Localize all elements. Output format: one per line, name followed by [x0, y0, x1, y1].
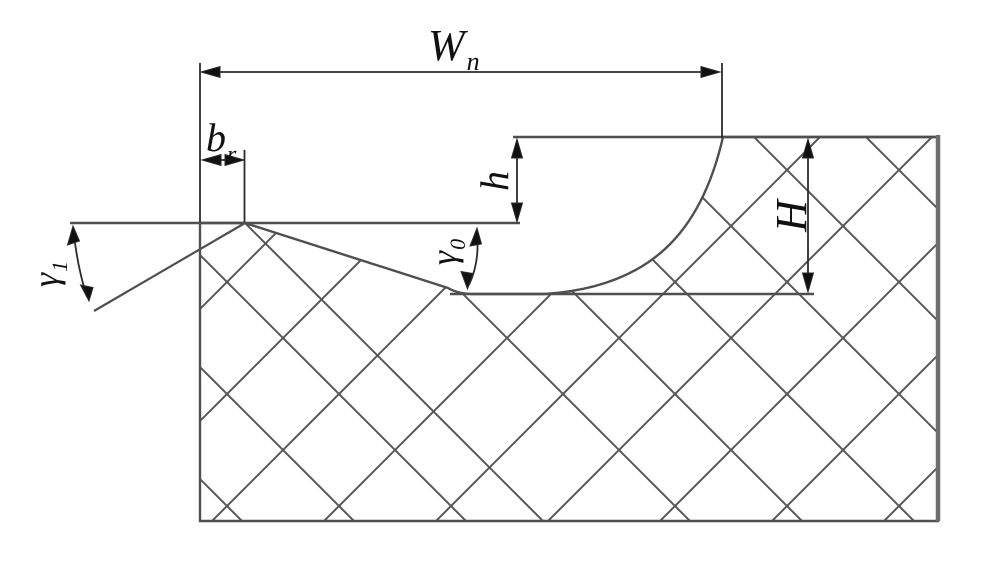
wn-arrow-left-icon: [199, 65, 221, 79]
gamma1-arrow-up-icon: [66, 224, 81, 246]
gamma0-arrow-down-icon: [460, 270, 474, 291]
angle-gamma1: [66, 224, 94, 303]
H-arrow-down-icon: [801, 272, 815, 294]
br-arrow-left-icon: [200, 153, 222, 167]
wn-arrow-right-icon: [700, 65, 722, 79]
h-arrow-down-icon: [510, 202, 524, 224]
dimension-labels: Wn br h H γ0 γ1: [26, 21, 816, 287]
label-H: H: [767, 198, 816, 233]
gamma1-arrow-down-icon: [79, 284, 94, 303]
gamma1-flank-line: [93, 222, 246, 312]
label-gamma1: γ1: [26, 261, 72, 287]
dimension-br: [200, 150, 246, 222]
br-arrow-right-icon: [224, 153, 246, 167]
h-arrow-up-icon: [510, 137, 524, 159]
workpiece-body-outline: [198, 135, 940, 523]
H-arrow-up-icon: [801, 137, 815, 159]
gamma0-arrow-up-icon: [469, 226, 483, 247]
dimension-wn: [199, 63, 723, 222]
label-gamma0: γ0: [424, 239, 470, 265]
workpiece-outline: [70, 135, 940, 523]
angle-gamma0: [460, 226, 483, 291]
dimension-h: [510, 137, 524, 224]
hatch-lines: [200, 137, 938, 521]
label-br: br: [206, 115, 237, 168]
dimensions: [66, 63, 815, 303]
label-wn: Wn: [428, 21, 480, 76]
label-h: h: [472, 171, 517, 191]
dimension-H: [801, 137, 815, 294]
